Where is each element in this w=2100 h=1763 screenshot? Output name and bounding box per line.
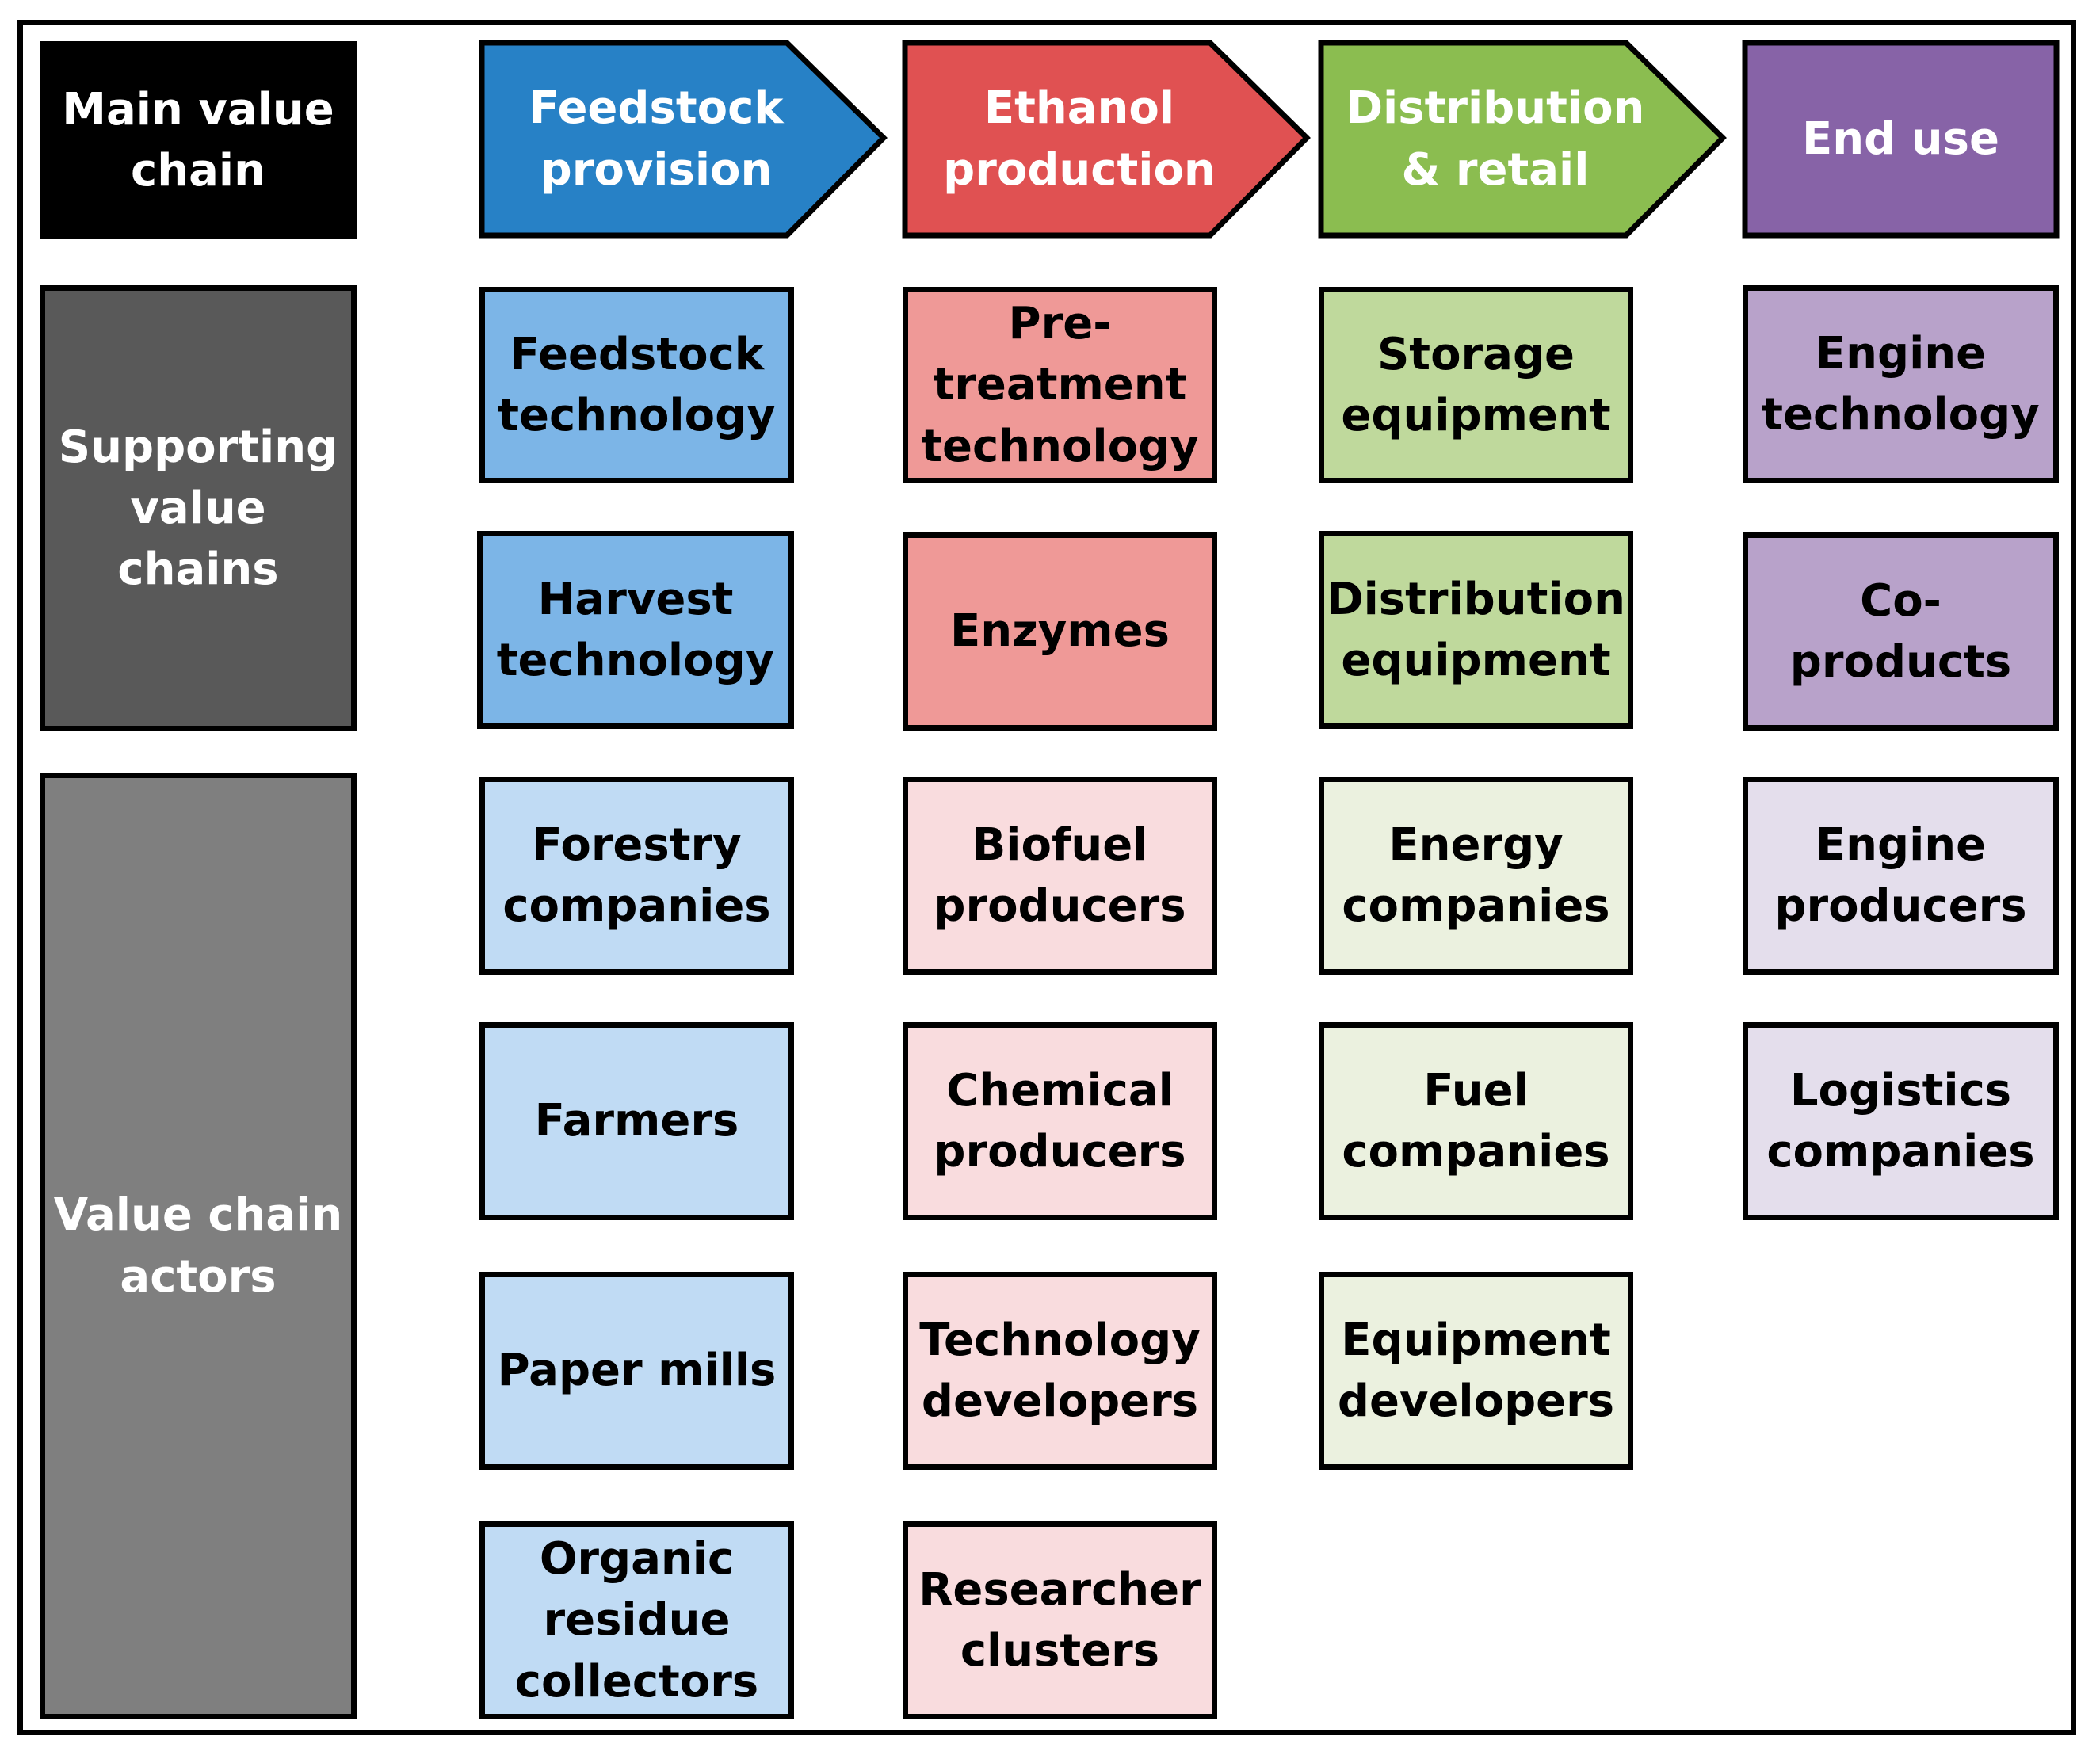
actor-box-equipment-developers: Equipment developers — [1319, 1272, 1633, 1470]
row-label-value-chain-actors: Value chain actors — [40, 773, 357, 1719]
row-label-supporting-value-chains: Supporting value chains — [40, 285, 357, 731]
supporting-box-co-products: Co- products — [1743, 532, 2059, 731]
actor-box-paper-mills: Paper mills — [479, 1272, 794, 1470]
supporting-box-storage-equipment: Storage equipment — [1319, 287, 1633, 483]
stage-arrow-distribution-retail — [1318, 40, 1727, 239]
actor-box-forestry-companies: Forestry companies — [479, 777, 794, 975]
actor-box-researcher-clusters: Researcher clusters — [903, 1521, 1217, 1719]
supporting-box-distribution-equipment: Distribution equipment — [1319, 531, 1633, 729]
actor-box-chemical-producers: Chemical producers — [903, 1022, 1217, 1220]
actor-box-farmers: Farmers — [479, 1022, 794, 1220]
actor-box-engine-producers: Engine producers — [1743, 777, 2059, 975]
supporting-box-enzymes: Enzymes — [903, 532, 1217, 731]
actor-box-fuel-companies: Fuel companies — [1319, 1022, 1633, 1220]
actor-box-technology-developers: Technology developers — [903, 1272, 1217, 1470]
stage-title-ethanol-production: Ethanol production — [943, 82, 1216, 196]
actor-box-logistics-companies: Logistics companies — [1743, 1022, 2059, 1220]
stage-title-feedstock-provision: Feedstock provision — [529, 82, 784, 196]
stage-arrow-ethanol-production — [902, 40, 1311, 239]
stage-arrow-feedstock-provision — [479, 40, 888, 239]
supporting-box-engine-technology: Engine technology — [1743, 285, 2059, 483]
row-label-main-value-chain: Main value chain — [40, 41, 357, 239]
actor-box-energy-companies: Energy companies — [1319, 777, 1633, 975]
stage-title-distribution-retail: Distribution & retail — [1346, 82, 1645, 196]
supporting-box-feedstock-technology: Feedstock technology — [479, 287, 794, 483]
stage-box-end-use — [1742, 40, 2060, 239]
stage-title-end-use: End use — [1802, 113, 1999, 165]
diagram-frame — [17, 20, 2076, 1735]
actor-box-biofuel-producers: Biofuel producers — [903, 777, 1217, 975]
supporting-box-harvest-technology: Harvest technology — [477, 531, 794, 729]
supporting-box-pretreatment-technology: Pre- treatment technology — [903, 287, 1217, 483]
actor-box-organic-residue-collectors: Organic residue collectors — [479, 1521, 794, 1719]
